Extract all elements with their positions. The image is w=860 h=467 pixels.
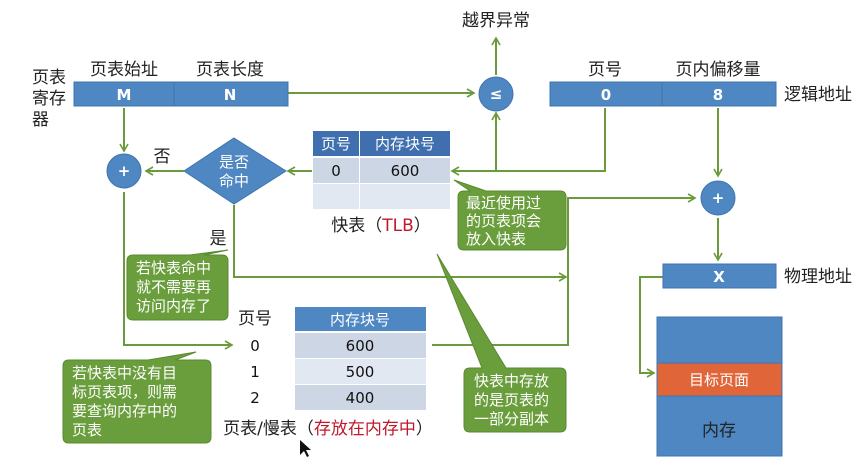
- tlb-header-page-text: 页号: [321, 135, 351, 153]
- yes-label: 是: [210, 229, 227, 249]
- exception-label: 越界异常: [462, 11, 530, 31]
- decision-line-2: 命中: [219, 172, 249, 190]
- physical-address-value: X: [713, 268, 725, 286]
- register-label-line-1: 页表: [32, 68, 66, 88]
- callout-hit: 若快表命中 就不需要再 访问内存了: [126, 249, 229, 321]
- offset-value: 8: [713, 86, 723, 104]
- page-table-register: 页表 寄存 器 页表始址 页表长度 M N: [32, 60, 289, 130]
- register-label-line-3: 器: [32, 110, 49, 130]
- pt-row-1-block: 500: [346, 363, 375, 381]
- pt-row-0-block: 600: [346, 337, 375, 355]
- line-pagetable-to-physical: [432, 193, 697, 346]
- base-adder-node: [106, 153, 142, 189]
- line-adder-to-pagetable: [123, 192, 234, 350]
- offset-adder-symbol: +: [712, 189, 725, 207]
- pt-page-header: 页号: [238, 309, 272, 329]
- callout-miss-line-3: 要查询内存中的: [72, 402, 177, 420]
- line-hit-to-physical: [233, 205, 568, 282]
- pt-row-0-page: 0: [250, 337, 260, 355]
- tlb-row-0-page: [313, 158, 359, 183]
- base-address-header: 页表始址: [90, 60, 158, 80]
- compare-node: [478, 76, 514, 112]
- callout-recent-line-3: 放入快表: [466, 230, 526, 248]
- callout-hit-line-1: 若快表命中: [136, 259, 211, 277]
- page-number-value: 0: [601, 86, 611, 104]
- callout-miss-line-1: 若快表中没有目: [72, 364, 177, 382]
- pt-block-header-text: 内存块号: [330, 311, 390, 329]
- line-pagenum-to-tlb: [450, 108, 606, 176]
- target-page-label: 目标页面: [689, 371, 749, 389]
- base-adder-symbol: +: [118, 162, 131, 180]
- tlb-header-page: [313, 131, 359, 156]
- callout-recent: 最近使用过 的页表项会 放入快表: [453, 179, 567, 251]
- base-address-value: M: [117, 86, 132, 104]
- target-page: [656, 362, 783, 397]
- compare-symbol: ≤: [490, 85, 503, 103]
- pt-row-0: [295, 333, 426, 358]
- logical-address: 页号 页内偏移量 0 8 逻辑地址: [549, 60, 852, 107]
- callout-hit-line-3: 访问内存了: [136, 297, 211, 315]
- pt-row-2-page: 2: [250, 389, 260, 407]
- table-length-header: 页表长度: [196, 60, 264, 80]
- table-length-field: [173, 81, 289, 107]
- offset-field: [661, 81, 777, 107]
- memory-block: 目标页面 内存: [656, 316, 783, 457]
- no-label: 否: [154, 147, 171, 167]
- table-length-value: N: [224, 86, 237, 104]
- page-table-caption: 页表/慢表（存放在内存中）: [223, 418, 433, 439]
- callout-miss-line-2: 标页表项，则需: [72, 383, 177, 401]
- tlb-caption: 快表（TLB）: [331, 216, 431, 236]
- page-number-header: 页号: [588, 60, 622, 80]
- callout-hit-line-2: 就不需要再: [136, 278, 211, 296]
- page-number-field: [549, 81, 663, 107]
- decision-line-1: 是否: [219, 153, 249, 171]
- callout-recent-line-1: 最近使用过: [466, 194, 541, 212]
- offset-adder-node: [700, 180, 736, 216]
- pt-row-2-block: 400: [346, 389, 375, 407]
- pt-block-header: [295, 307, 426, 331]
- physical-address-label: 物理地址: [784, 267, 852, 287]
- memory-caption: 内存: [702, 421, 736, 441]
- callout-copy-line-1: 快表中存放: [474, 372, 549, 390]
- tlb-header-block: [360, 131, 450, 156]
- line-physical-to-memory: [639, 276, 664, 378]
- logical-address-label: 逻辑地址: [784, 85, 852, 105]
- callout-copy-line-2: 的是页表的: [474, 391, 549, 409]
- tlb-row-1-page: [313, 184, 359, 209]
- pt-row-1-page: 1: [250, 363, 260, 381]
- tlb-header-block-text: 内存块号: [375, 135, 435, 153]
- callout-copy-line-3: 一部分副本: [474, 410, 549, 428]
- base-address-field: [73, 81, 175, 107]
- page-table: 页号 内存块号 0 600 1 500 2 400 页表/慢表（存放在内存中）: [223, 307, 433, 439]
- pt-row-1: [295, 359, 426, 384]
- tlb-row-0-page-text: 0: [331, 162, 341, 180]
- tlb-row-0-block-text: 600: [391, 162, 420, 180]
- mouse-cursor-icon: [300, 440, 311, 457]
- callout-miss: 若快表中没有目 标页表项，则需 要查询内存中的 页表: [62, 351, 212, 444]
- register-label-line-2: 寄存: [32, 89, 66, 109]
- pt-row-2: [295, 385, 426, 410]
- hit-decision: [183, 137, 287, 205]
- physical-address-field: [662, 263, 777, 289]
- callout-copy: 快表中存放 的是页表的 一部分副本: [436, 253, 567, 433]
- tlb-row-1-block: [360, 184, 450, 209]
- callout-recent-line-2: 的页表项会: [466, 212, 541, 230]
- tlb-row-0-block: [360, 158, 450, 183]
- callout-miss-line-4: 页表: [72, 421, 102, 439]
- tlb-table: 页号 内存块号 0 600 快表（TLB）: [313, 131, 450, 236]
- offset-header: 页内偏移量: [676, 60, 761, 80]
